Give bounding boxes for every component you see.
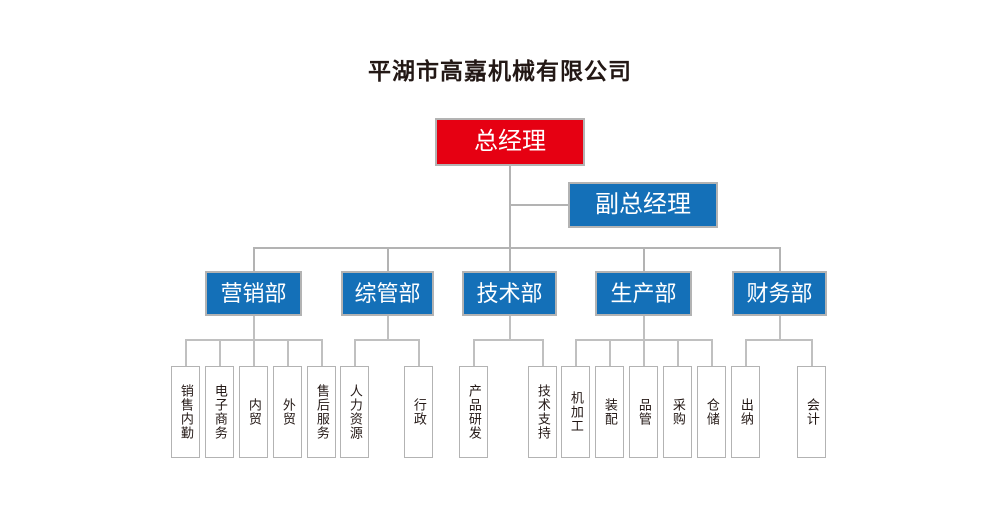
- node-unit-ecommerce-label: 电子商务: [212, 384, 228, 440]
- node-unit-technical-support-label: 技术支持: [535, 384, 551, 440]
- node-unit-sales-support[interactable]: 销售内勤: [171, 366, 200, 458]
- connector-marketing-leaf-1: [185, 339, 187, 366]
- node-deputy-general-manager-label: 副总经理: [595, 191, 691, 218]
- node-unit-domestic-trade-label: 内贸: [246, 398, 262, 426]
- node-department-technology-label: 技术部: [476, 280, 543, 306]
- connector-production-leaf-1: [575, 339, 577, 366]
- node-deputy-general-manager[interactable]: 副总经理: [568, 182, 718, 228]
- connector-dept-stem-production: [643, 247, 645, 271]
- connector-marketing-drop: [253, 315, 255, 340]
- node-unit-machining-label: 机加工: [568, 391, 584, 433]
- node-unit-administration[interactable]: 行政: [404, 366, 433, 458]
- connector-tech-bus: [473, 339, 543, 341]
- node-department-technology[interactable]: 技术部: [462, 271, 557, 316]
- node-department-finance-label: 财务部: [746, 280, 813, 306]
- node-unit-sales-support-label: 销售内勤: [178, 384, 194, 440]
- connector-tech-leaf-2: [542, 339, 544, 366]
- node-unit-warehouse-label: 仓储: [704, 398, 720, 426]
- connector-dept-stem-admin: [387, 247, 389, 271]
- node-department-marketing[interactable]: 营销部: [205, 271, 302, 316]
- node-unit-domestic-trade[interactable]: 内贸: [239, 366, 268, 458]
- node-unit-quality-control-label: 品管: [636, 398, 652, 426]
- connector-admin-drop: [387, 315, 389, 340]
- node-department-admin-label: 综管部: [354, 280, 421, 306]
- node-unit-after-sales[interactable]: 售后服务: [307, 366, 336, 458]
- node-unit-administration-label: 行政: [411, 398, 427, 426]
- connector-marketing-leaf-2: [219, 339, 221, 366]
- node-unit-product-rd-label: 产品研发: [466, 384, 482, 440]
- node-unit-assembly-label: 装配: [602, 398, 618, 426]
- node-general-manager-label: 总经理: [474, 128, 546, 155]
- connector-marketing-leaf-3: [253, 339, 255, 366]
- connector-production-leaf-5: [711, 339, 713, 366]
- connector-production-leaf-3: [643, 339, 645, 366]
- connector-dept-stem-tech: [509, 247, 511, 271]
- connector-admin-leaf-1: [354, 339, 356, 366]
- connector-admin-leaf-2: [418, 339, 420, 366]
- node-unit-purchasing[interactable]: 采购: [663, 366, 692, 458]
- node-unit-accounting-label: 会计: [804, 398, 820, 426]
- node-unit-after-sales-label: 售后服务: [314, 384, 330, 440]
- node-unit-human-resources-label: 人力资源: [347, 384, 363, 440]
- node-unit-cashier[interactable]: 出纳: [731, 366, 760, 458]
- connector-admin-bus: [354, 339, 419, 341]
- connector-production-leaf-4: [677, 339, 679, 366]
- connector-department-bus: [253, 247, 780, 249]
- connector-marketing-leaf-4: [287, 339, 289, 366]
- node-unit-technical-support[interactable]: 技术支持: [528, 366, 557, 458]
- node-unit-cashier-label: 出纳: [738, 398, 754, 426]
- node-unit-human-resources[interactable]: 人力资源: [340, 366, 369, 458]
- connector-dept-stem-finance: [779, 247, 781, 271]
- node-general-manager[interactable]: 总经理: [435, 118, 585, 166]
- node-unit-quality-control[interactable]: 品管: [629, 366, 658, 458]
- node-department-production-label: 生产部: [610, 280, 677, 306]
- connector-root-to-vice: [509, 204, 568, 206]
- connector-production-leaf-2: [609, 339, 611, 366]
- page-title: 平湖市高嘉机械有限公司: [368, 58, 632, 84]
- node-unit-foreign-trade-label: 外贸: [280, 398, 296, 426]
- connector-marketing-leaf-5: [321, 339, 323, 366]
- connector-root-vertical: [509, 166, 511, 248]
- node-department-marketing-label: 营销部: [220, 280, 287, 306]
- connector-production-drop: [643, 315, 645, 340]
- node-unit-product-rd[interactable]: 产品研发: [459, 366, 488, 458]
- connector-finance-leaf-1: [745, 339, 747, 366]
- node-unit-machining[interactable]: 机加工: [561, 366, 590, 458]
- node-unit-accounting[interactable]: 会计: [797, 366, 826, 458]
- connector-tech-drop: [509, 315, 511, 340]
- node-unit-warehouse[interactable]: 仓储: [697, 366, 726, 458]
- node-unit-ecommerce[interactable]: 电子商务: [205, 366, 234, 458]
- connector-finance-leaf-2: [811, 339, 813, 366]
- node-unit-purchasing-label: 采购: [670, 398, 686, 426]
- node-unit-assembly[interactable]: 装配: [595, 366, 624, 458]
- node-department-admin[interactable]: 综管部: [341, 271, 434, 316]
- connector-finance-drop: [779, 315, 781, 340]
- connector-finance-bus: [745, 339, 812, 341]
- connector-tech-leaf-1: [473, 339, 475, 366]
- node-department-finance[interactable]: 财务部: [732, 271, 827, 316]
- connector-dept-stem-marketing: [253, 247, 255, 271]
- node-department-production[interactable]: 生产部: [595, 271, 692, 316]
- node-unit-foreign-trade[interactable]: 外贸: [273, 366, 302, 458]
